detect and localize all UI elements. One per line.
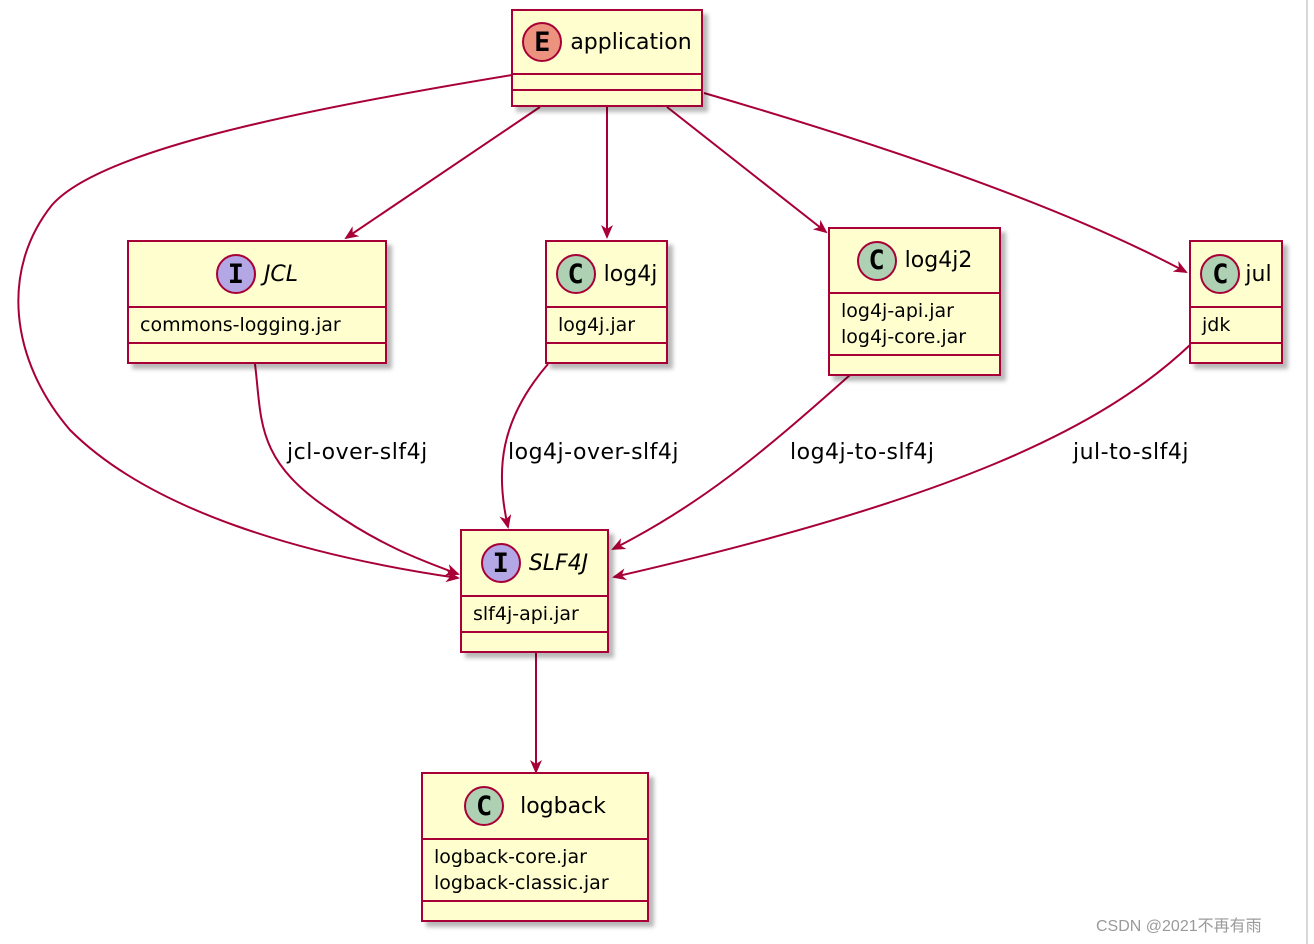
- class-badge-icon: C: [464, 786, 505, 826]
- node-title: SLF4J: [528, 550, 589, 576]
- field: log4j-core.jar: [841, 326, 967, 348]
- node-fields: logback-core.jar logback-classic.jar: [423, 840, 647, 902]
- node-log4j[interactable]: C log4j log4j.jar: [545, 240, 668, 364]
- field: commons-logging.jar: [140, 314, 341, 336]
- node-fields: commons-logging.jar: [129, 308, 385, 344]
- edge-application-to-jul: [703, 92, 1188, 273]
- interface-badge-icon: I: [480, 543, 521, 583]
- node-fields: log4j-api.jar log4j-core.jar: [830, 294, 999, 356]
- edge-application-to-jcl: [344, 106, 541, 240]
- edge-log4j2-to-slf4j: [611, 374, 851, 550]
- node-title: application: [570, 29, 692, 55]
- edge-jul-to-slf4j: [612, 344, 1191, 581]
- node-header: C logback: [423, 774, 647, 840]
- class-badge-icon: C: [856, 240, 897, 281]
- field: log4j.jar: [558, 314, 636, 336]
- edge-label-log4j-over-slf4j: log4j-over-slf4j: [508, 440, 680, 465]
- node-header: C jul: [1191, 242, 1281, 308]
- node-title: logback: [520, 793, 606, 819]
- field: slf4j-api.jar: [473, 603, 579, 625]
- field: log4j-api.jar: [841, 300, 954, 322]
- field: logback-classic.jar: [434, 872, 609, 894]
- watermark: CSDN @2021不再有雨: [1096, 918, 1262, 935]
- node-title: log4j2: [904, 248, 973, 273]
- entity-badge-icon: E: [522, 22, 563, 62]
- class-badge-icon: C: [1200, 254, 1241, 294]
- interface-badge-icon: I: [215, 254, 256, 294]
- node-title: JCL: [263, 261, 299, 287]
- node-fields: log4j.jar: [547, 308, 666, 344]
- edge-label-jul-to-slf4j: jul-to-slf4j: [1073, 440, 1189, 465]
- node-header: I JCL: [129, 242, 385, 308]
- node-fields: jdk: [1191, 308, 1281, 344]
- node-header: C log4j: [547, 242, 666, 308]
- edge-label-jcl-over-slf4j: jcl-over-slf4j: [287, 440, 428, 465]
- node-logback[interactable]: C logback logback-core.jar logback-class…: [421, 772, 649, 922]
- edge-jcl-to-slf4j: [254, 363, 460, 576]
- edge-application-to-slf4j: [17, 74, 513, 583]
- node-title: log4j: [603, 261, 658, 287]
- node-fields: [513, 75, 701, 91]
- field: logback-core.jar: [434, 846, 587, 868]
- node-slf4j[interactable]: I SLF4J slf4j-api.jar: [460, 529, 609, 653]
- node-log4j2[interactable]: C log4j2 log4j-api.jar log4j-core.jar: [828, 227, 1001, 376]
- node-header: I SLF4J: [462, 531, 607, 597]
- edge-label-log4j-to-slf4j: log4j-to-slf4j: [790, 440, 935, 465]
- class-badge-icon: C: [555, 254, 596, 294]
- node-title: jul: [1245, 261, 1272, 287]
- node-jul[interactable]: C jul jdk: [1189, 240, 1283, 364]
- node-fields: slf4j-api.jar: [462, 597, 607, 633]
- edge-application-to-log4j2: [666, 106, 828, 234]
- field: jdk: [1202, 314, 1231, 336]
- node-application[interactable]: E application: [511, 9, 703, 107]
- node-header: C log4j2: [830, 229, 999, 294]
- right-edge-divider: [1306, 0, 1308, 944]
- node-header: E application: [513, 11, 701, 75]
- node-jcl[interactable]: I JCL commons-logging.jar: [127, 240, 387, 364]
- edge-log4j-to-slf4j: [499, 363, 549, 529]
